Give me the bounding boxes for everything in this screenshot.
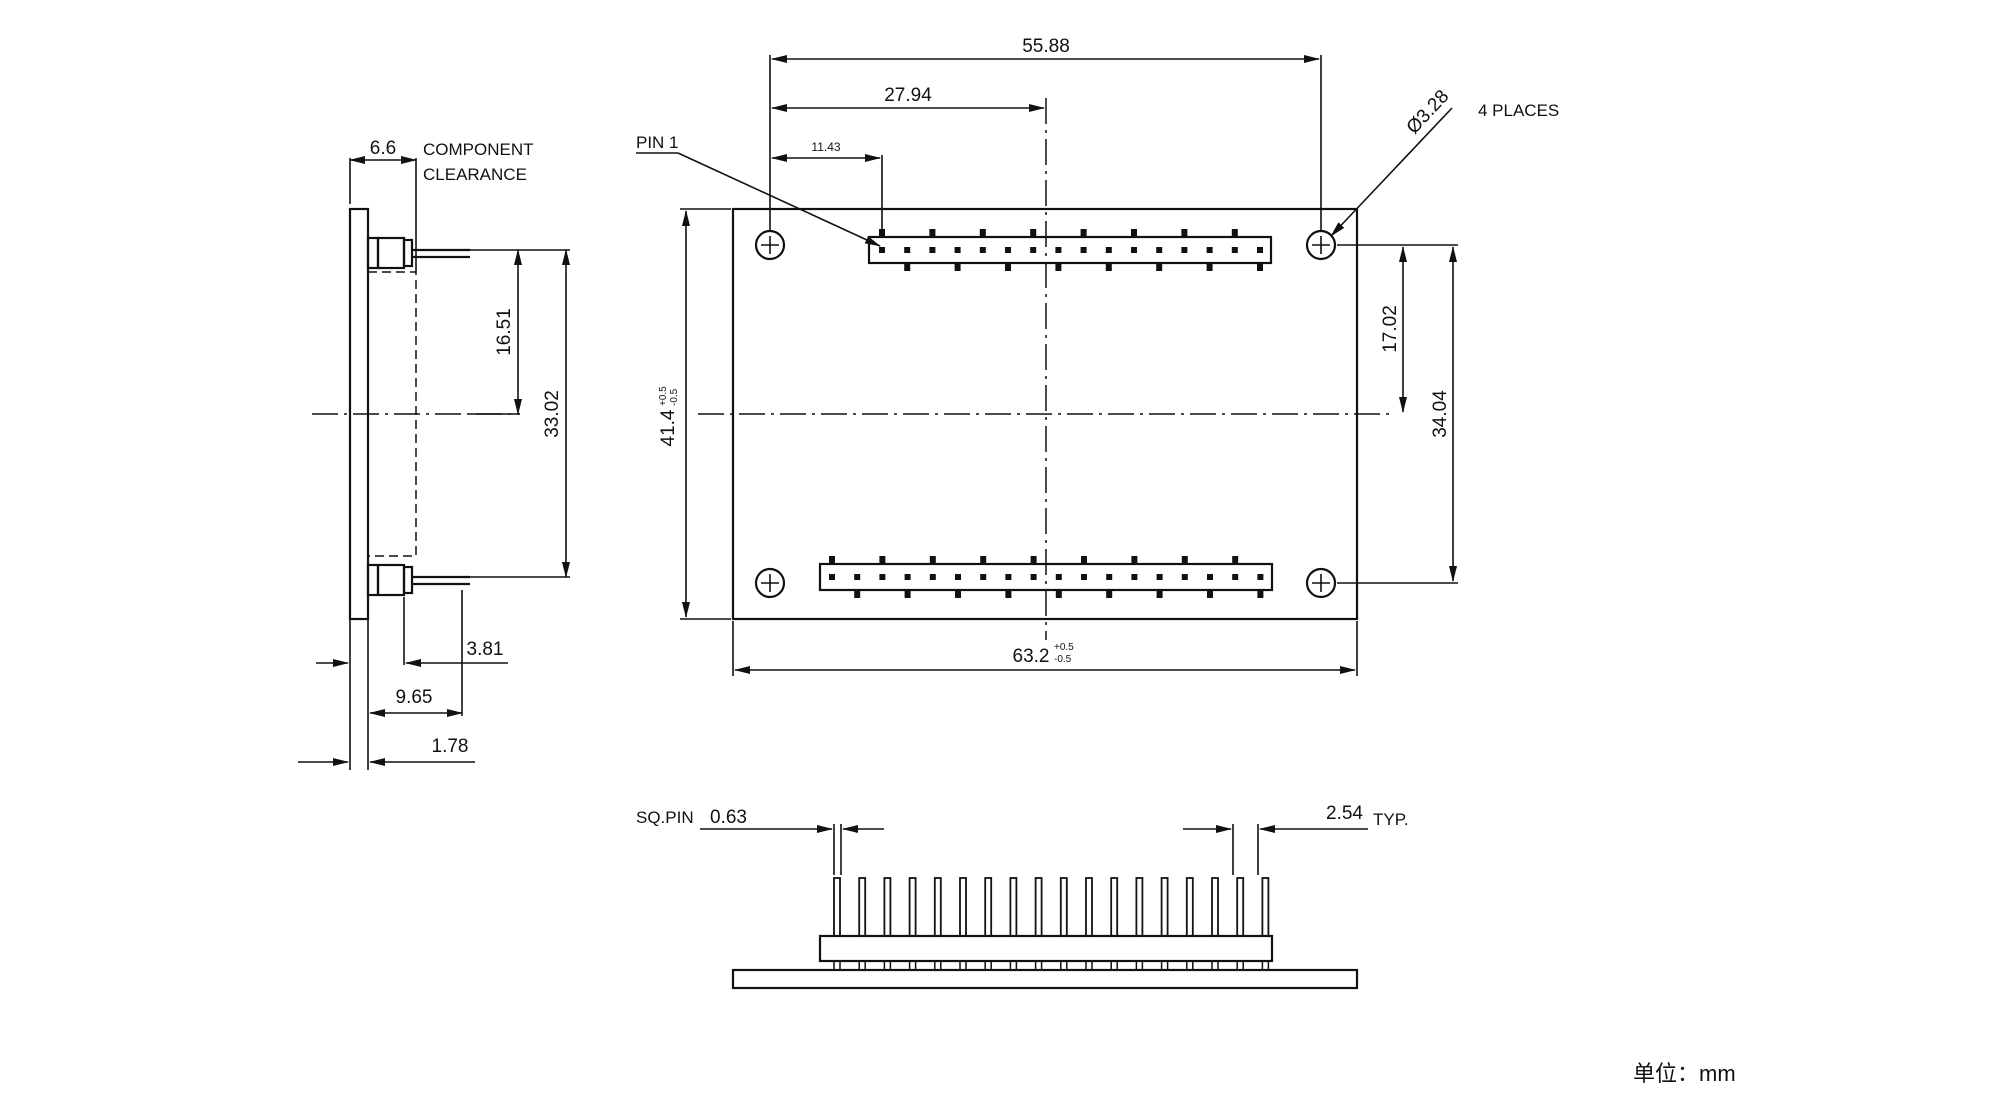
header-pin — [1232, 556, 1239, 580]
header-pin — [955, 574, 961, 598]
dim-hole-spacing-vertical: 34.04 — [1430, 390, 1451, 438]
header-pin — [1030, 556, 1037, 580]
front-pin — [883, 877, 892, 971]
header-pin — [1206, 247, 1213, 271]
dim-board-width: 63.2 +0.5 -0.5 — [1013, 642, 1075, 667]
front-pin — [908, 877, 917, 971]
svg-text:-0.5: -0.5 — [1054, 654, 1072, 665]
front-pin — [1160, 877, 1169, 971]
lower-header-pins — [829, 556, 1264, 598]
front-pin — [1034, 877, 1043, 971]
upper-header-pins — [879, 229, 1263, 271]
mounting-hole-top-right — [1305, 229, 1337, 261]
dim-board-thickness: 1.78 — [432, 736, 469, 757]
front-pin — [1261, 877, 1270, 971]
header-pin — [829, 556, 835, 580]
front-pin — [1009, 877, 1018, 971]
svg-text:-0.5: -0.5 — [669, 388, 680, 406]
front-pin — [1059, 877, 1068, 971]
dim-pin-row-spacing: 33.02 — [542, 390, 563, 438]
header-pin — [1156, 574, 1163, 598]
lower-header-side — [366, 563, 470, 597]
mounting-hole-top-left — [754, 229, 786, 261]
top-header-upper — [867, 235, 1273, 265]
header-pin — [1181, 556, 1188, 580]
top-view: 55.88 27.94 11.43 PIN 1 Ø3.28 4 PLACES 1… — [636, 36, 1559, 676]
side-view: 6.6 COMPONENT CLEARANCE 16.51 33.02 3.81… — [298, 138, 570, 770]
front-pin — [833, 877, 841, 971]
dim-component-height: 6.6 — [370, 138, 396, 159]
mounting-hole-bottom-right — [1305, 567, 1337, 599]
dim-first-pin-offset: 11.43 — [811, 140, 840, 154]
front-header-pins — [833, 877, 1270, 971]
header-pin — [879, 556, 886, 580]
header-pin — [929, 229, 936, 253]
front-header-body — [818, 934, 1274, 963]
header-pin — [929, 556, 936, 580]
dim-pin-length: 9.65 — [396, 687, 433, 708]
front-pin — [858, 877, 867, 971]
front-pin — [1211, 877, 1219, 971]
dim-row-to-center: 17.02 — [1380, 305, 1401, 353]
front-pin — [1135, 877, 1144, 971]
header-pin — [904, 574, 911, 598]
hole-diameter-label: Ø3.28 — [1403, 86, 1454, 138]
header-pin — [1030, 229, 1037, 253]
header-pin — [979, 229, 986, 253]
header-pin — [1005, 574, 1012, 598]
header-pin — [1257, 574, 1264, 598]
header-pin — [1055, 574, 1062, 598]
header-pin — [1080, 229, 1087, 253]
header-pin — [904, 247, 911, 271]
front-pin — [1236, 877, 1245, 971]
sq-pin-label: SQ.PIN — [636, 808, 694, 827]
front-pin — [959, 877, 967, 971]
header-pin — [1105, 247, 1112, 271]
header-pin — [954, 247, 961, 271]
front-pin — [984, 877, 993, 971]
component-clearance-label-1: COMPONENT — [423, 140, 534, 159]
header-pin — [1106, 574, 1113, 598]
header-pin — [1257, 247, 1263, 271]
front-view: SQ.PIN 0.63 2.54 TYP. — [636, 803, 1409, 990]
header-pin — [1131, 229, 1137, 253]
upper-header-side — [366, 236, 470, 270]
hole-count-label: 4 PLACES — [1478, 101, 1559, 120]
svg-text:63.2: 63.2 — [1013, 646, 1050, 667]
top-header-lower — [818, 562, 1274, 592]
header-pin — [980, 556, 987, 580]
header-pin — [1131, 556, 1138, 580]
header-pin — [1005, 247, 1011, 271]
front-pin — [1185, 877, 1194, 971]
front-pin — [1085, 877, 1093, 971]
front-board — [731, 968, 1359, 990]
dim-pin-pitch: 2.54 — [1326, 803, 1363, 824]
front-pin — [1110, 877, 1119, 971]
header-pin — [1156, 247, 1163, 271]
pin1-label: PIN 1 — [636, 133, 679, 152]
header-pin — [1181, 229, 1188, 253]
dim-center-offset: 27.94 — [884, 85, 932, 106]
svg-text:41.4: 41.4 — [658, 409, 679, 446]
dim-pin-row-offset: 16.51 — [494, 308, 515, 356]
header-pin — [1055, 247, 1062, 271]
mounting-hole-bottom-left — [754, 567, 786, 599]
dim-board-height: 41.4 +0.5 -0.5 — [658, 386, 680, 447]
dim-pin-size: 0.63 — [710, 807, 747, 828]
header-pin — [1081, 556, 1087, 580]
dim-pin-stub: 3.81 — [467, 639, 504, 660]
units-note: 单位：mm — [1633, 1061, 1736, 1086]
component-clearance-label-2: CLEARANCE — [423, 165, 527, 184]
front-pin — [933, 877, 942, 971]
dim-mount-hole-spacing: 55.88 — [1022, 36, 1070, 57]
pitch-note: TYP. — [1373, 810, 1409, 829]
header-pin — [854, 574, 861, 598]
header-pin — [1207, 574, 1213, 598]
header-pin — [1231, 229, 1238, 253]
header-pin — [879, 229, 885, 253]
svg-text:+0.5: +0.5 — [1054, 642, 1074, 653]
svg-text:+0.5: +0.5 — [658, 386, 669, 406]
